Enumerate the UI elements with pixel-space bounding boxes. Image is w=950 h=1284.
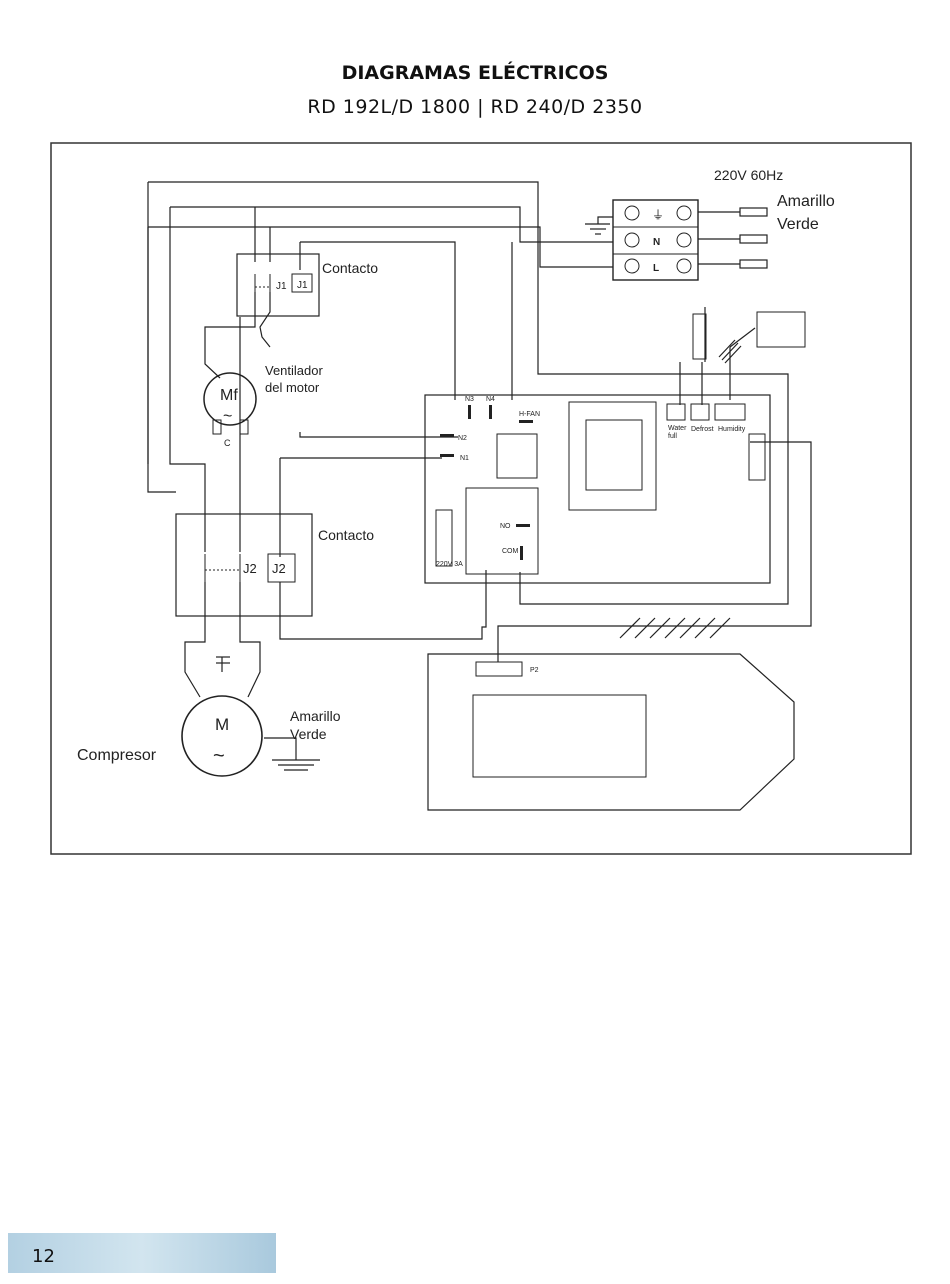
fan-motor-symbol: Mf — [220, 387, 238, 404]
wiring — [148, 182, 811, 770]
page-title: DIAGRAMAS ELÉCTRICOS — [0, 62, 950, 84]
board-hfan: H-FAN — [519, 411, 540, 418]
fan-label-line-1: Ventilador — [265, 363, 323, 378]
compressor-label: Compresor — [77, 747, 157, 764]
fan-motor-tilde: ~ — [223, 408, 232, 425]
contactor-top-switch: J1 — [276, 281, 287, 292]
contactor-bottom-label: Contacto — [318, 527, 374, 543]
board-n2: N2 — [458, 435, 467, 442]
compressor-wire-green: Verde — [290, 726, 327, 742]
compressor-symbol: M — [215, 715, 229, 734]
sensor-humidity: Humidity — [718, 426, 746, 433]
display-panel — [428, 654, 794, 810]
electrical-diagram: ⏚ N L 220V 60Hz Amarillo Verde Contacto … — [50, 142, 912, 856]
display-p2: P2 — [530, 667, 539, 674]
terminal-n-label: N — [653, 237, 660, 248]
supply-wire-green: Verde — [777, 216, 819, 233]
contactor-bottom-coil: J2 — [272, 561, 286, 576]
compressor-tilde: ~ — [213, 745, 225, 767]
board-n4: N4 — [486, 396, 495, 403]
compressor-wire-yellow: Amarillo — [290, 708, 341, 724]
control-board — [425, 312, 805, 583]
contactor-bottom-switch: J2 — [243, 561, 257, 576]
diagram-frame — [51, 143, 911, 854]
sensor-defrost: Defrost — [691, 426, 714, 433]
sensor-water: Water — [668, 425, 687, 432]
page-number: 12 — [32, 1246, 55, 1267]
terminal-l-label: L — [653, 263, 659, 274]
board-no: NO — [500, 523, 511, 530]
page-subtitle: RD 192L/D 1800 | RD 240/D 2350 — [0, 96, 950, 118]
supply-wire-yellow: Amarillo — [777, 193, 835, 210]
board-n1: N1 — [460, 455, 469, 462]
contactor-top-coil: J1 — [297, 280, 308, 291]
supply-label: 220V 60Hz — [714, 167, 783, 183]
board-com: COM — [502, 548, 519, 555]
contactor-top-label: Contacto — [322, 260, 378, 276]
board-fuse: 220V 3A — [436, 561, 463, 568]
terminal-ground-label: ⏚ — [652, 208, 664, 222]
sensor-water-full: full — [668, 433, 677, 440]
fan-capacitor-label: C — [224, 438, 231, 448]
fan-label-line-2: del motor — [265, 380, 320, 395]
board-n3: N3 — [465, 396, 474, 403]
